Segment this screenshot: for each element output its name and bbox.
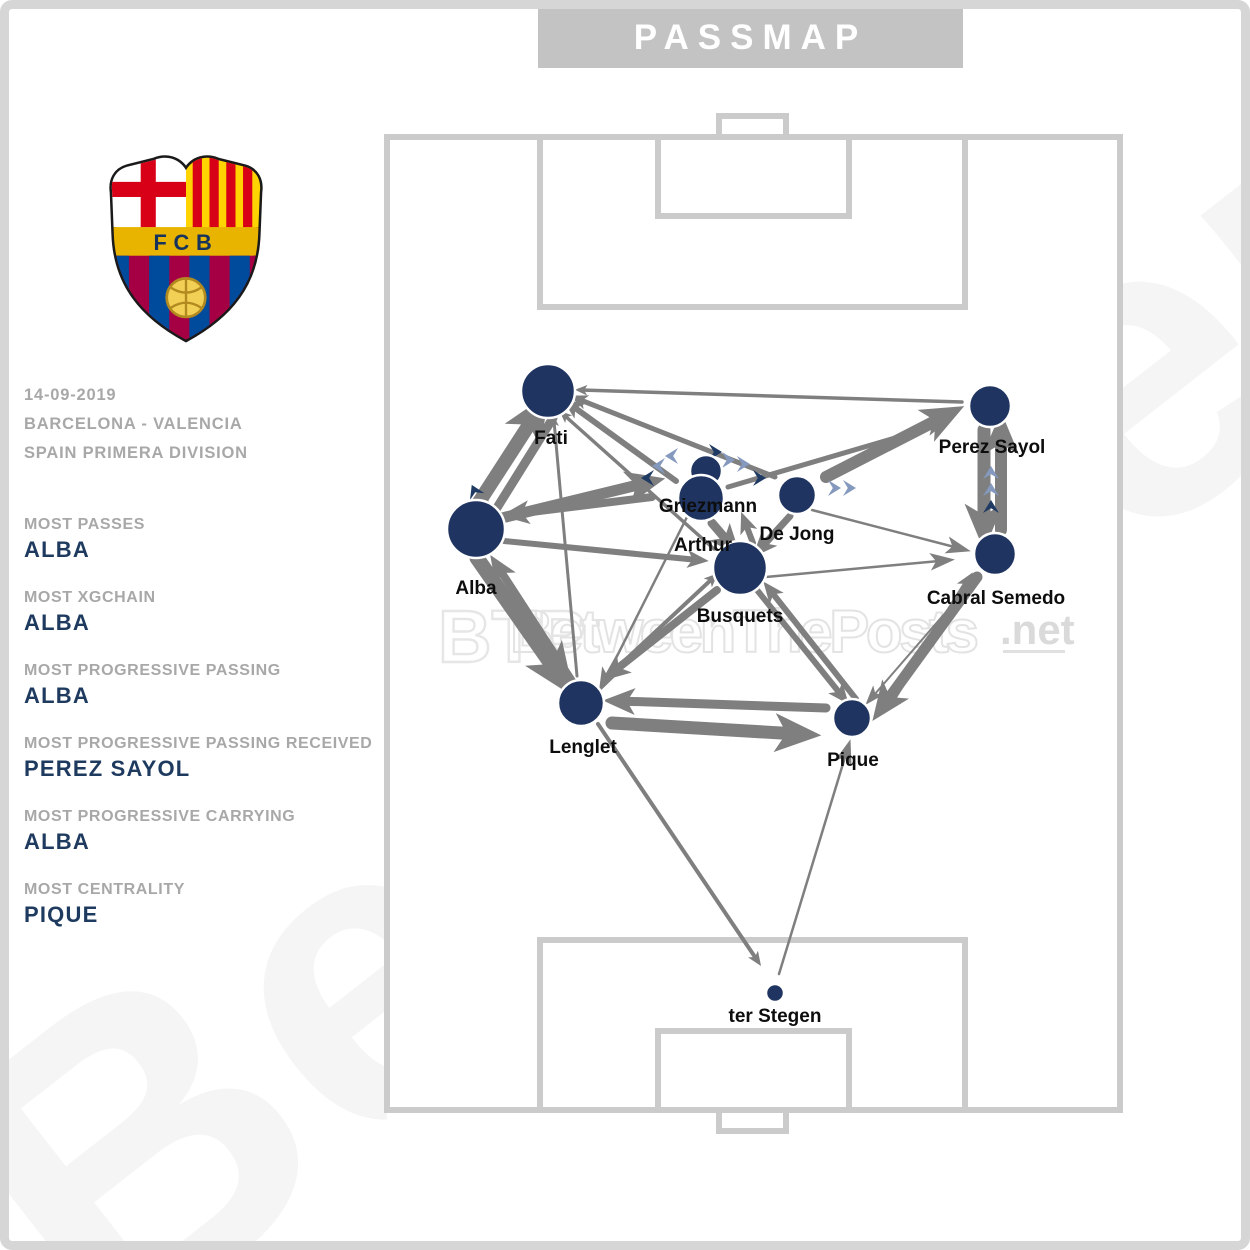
- player-node-busquets: [711, 539, 769, 597]
- stat-label: MOST CENTRALITY: [24, 881, 185, 898]
- title-banner: PASSMAP: [538, 8, 963, 68]
- player-node-griezmann: [676, 473, 726, 523]
- stat-most-passes: MOST PASSES ALBA: [24, 516, 384, 563]
- player-node-fati: [519, 362, 577, 420]
- player-label-de-jong: De Jong: [760, 524, 835, 545]
- player-label-lenglet: Lenglet: [549, 737, 617, 758]
- player-node-de-jong: [776, 474, 818, 516]
- stat-value: ALBA: [24, 610, 90, 635]
- player-label-arthur: Arthur: [674, 535, 733, 556]
- player-node-lenglet: [556, 678, 606, 728]
- stat-label: MOST PROGRESSIVE PASSING: [24, 662, 281, 679]
- stat-label: MOST XGCHAIN: [24, 589, 156, 606]
- stat-most-xgchain: MOST XGCHAIN ALBA: [24, 589, 384, 636]
- stat-value: ALBA: [24, 683, 90, 708]
- player-label-pique: Pique: [827, 750, 879, 771]
- player-label-ter-stegen: ter Stegen: [729, 1006, 822, 1027]
- stat-value: ALBA: [24, 537, 90, 562]
- player-label-busquets: Busquets: [697, 606, 784, 627]
- stat-most-centrality: MOST CENTRALITY PIQUE: [24, 881, 384, 928]
- watermark-main: BetweenThePosts: [510, 598, 980, 665]
- pass-edges: [465, 384, 1019, 976]
- player-label-griezmann: Griezmann: [659, 496, 757, 517]
- player-label-alba: Alba: [455, 578, 497, 599]
- stat-label: MOST PASSES: [24, 516, 145, 533]
- player-label-fati: Fati: [534, 428, 568, 449]
- sidebar: FCB 14-09-2019 BARCELONA - VALENCIA SPAI…: [24, 150, 384, 954]
- player-node-perez-sayol: [967, 383, 1013, 429]
- club-crest: FCB: [102, 150, 384, 353]
- player-node-alba: [445, 498, 507, 560]
- player-label-cabral-semedo: Cabral Semedo: [927, 588, 1065, 609]
- stat-most-progressive-passing-received: MOST PROGRESSIVE PASSING RECEIVED PEREZ …: [24, 735, 384, 782]
- player-label-perez-sayol: Perez Sayol: [939, 437, 1046, 458]
- stat-most-progressive-passing: MOST PROGRESSIVE PASSING ALBA: [24, 662, 384, 709]
- fcb-crest-icon: FCB: [109, 155, 263, 343]
- stats-list: MOST PASSES ALBA MOST XGCHAIN ALBA MOST …: [24, 516, 384, 928]
- crest-initials: FCB: [154, 230, 219, 255]
- match-date: 14-09-2019: [24, 386, 117, 404]
- player-node-pique: [831, 697, 873, 739]
- match-info: 14-09-2019 BARCELONA - VALENCIA SPAIN PR…: [24, 381, 384, 468]
- stat-label: MOST PROGRESSIVE CARRYING: [24, 808, 296, 825]
- stat-most-progressive-carrying: MOST PROGRESSIVE CARRYING ALBA: [24, 808, 384, 855]
- page-title: PASSMAP: [633, 18, 868, 57]
- match-fixture: BARCELONA - VALENCIA: [24, 415, 243, 433]
- player-labels: Fati Perez Sayol Griezmann Arthur De Jon…: [455, 428, 1065, 1027]
- horizontal-watermark: BTP BetweenThePosts .net: [437, 594, 1075, 679]
- player-nodes: [445, 362, 1018, 1004]
- player-node-ter-stegen: [764, 982, 786, 1004]
- stat-value: PIQUE: [24, 902, 99, 927]
- stat-value: PEREZ SAYOL: [24, 756, 191, 781]
- stat-value: ALBA: [24, 829, 90, 854]
- pitch-lines: [384, 113, 1123, 1134]
- stat-label: MOST PROGRESSIVE PASSING RECEIVED: [24, 735, 373, 752]
- watermark-suffix: .net: [1000, 606, 1075, 653]
- player-node-cabral-semedo: [972, 531, 1018, 577]
- match-competition: SPAIN PRIMERA DIVISION: [24, 444, 248, 462]
